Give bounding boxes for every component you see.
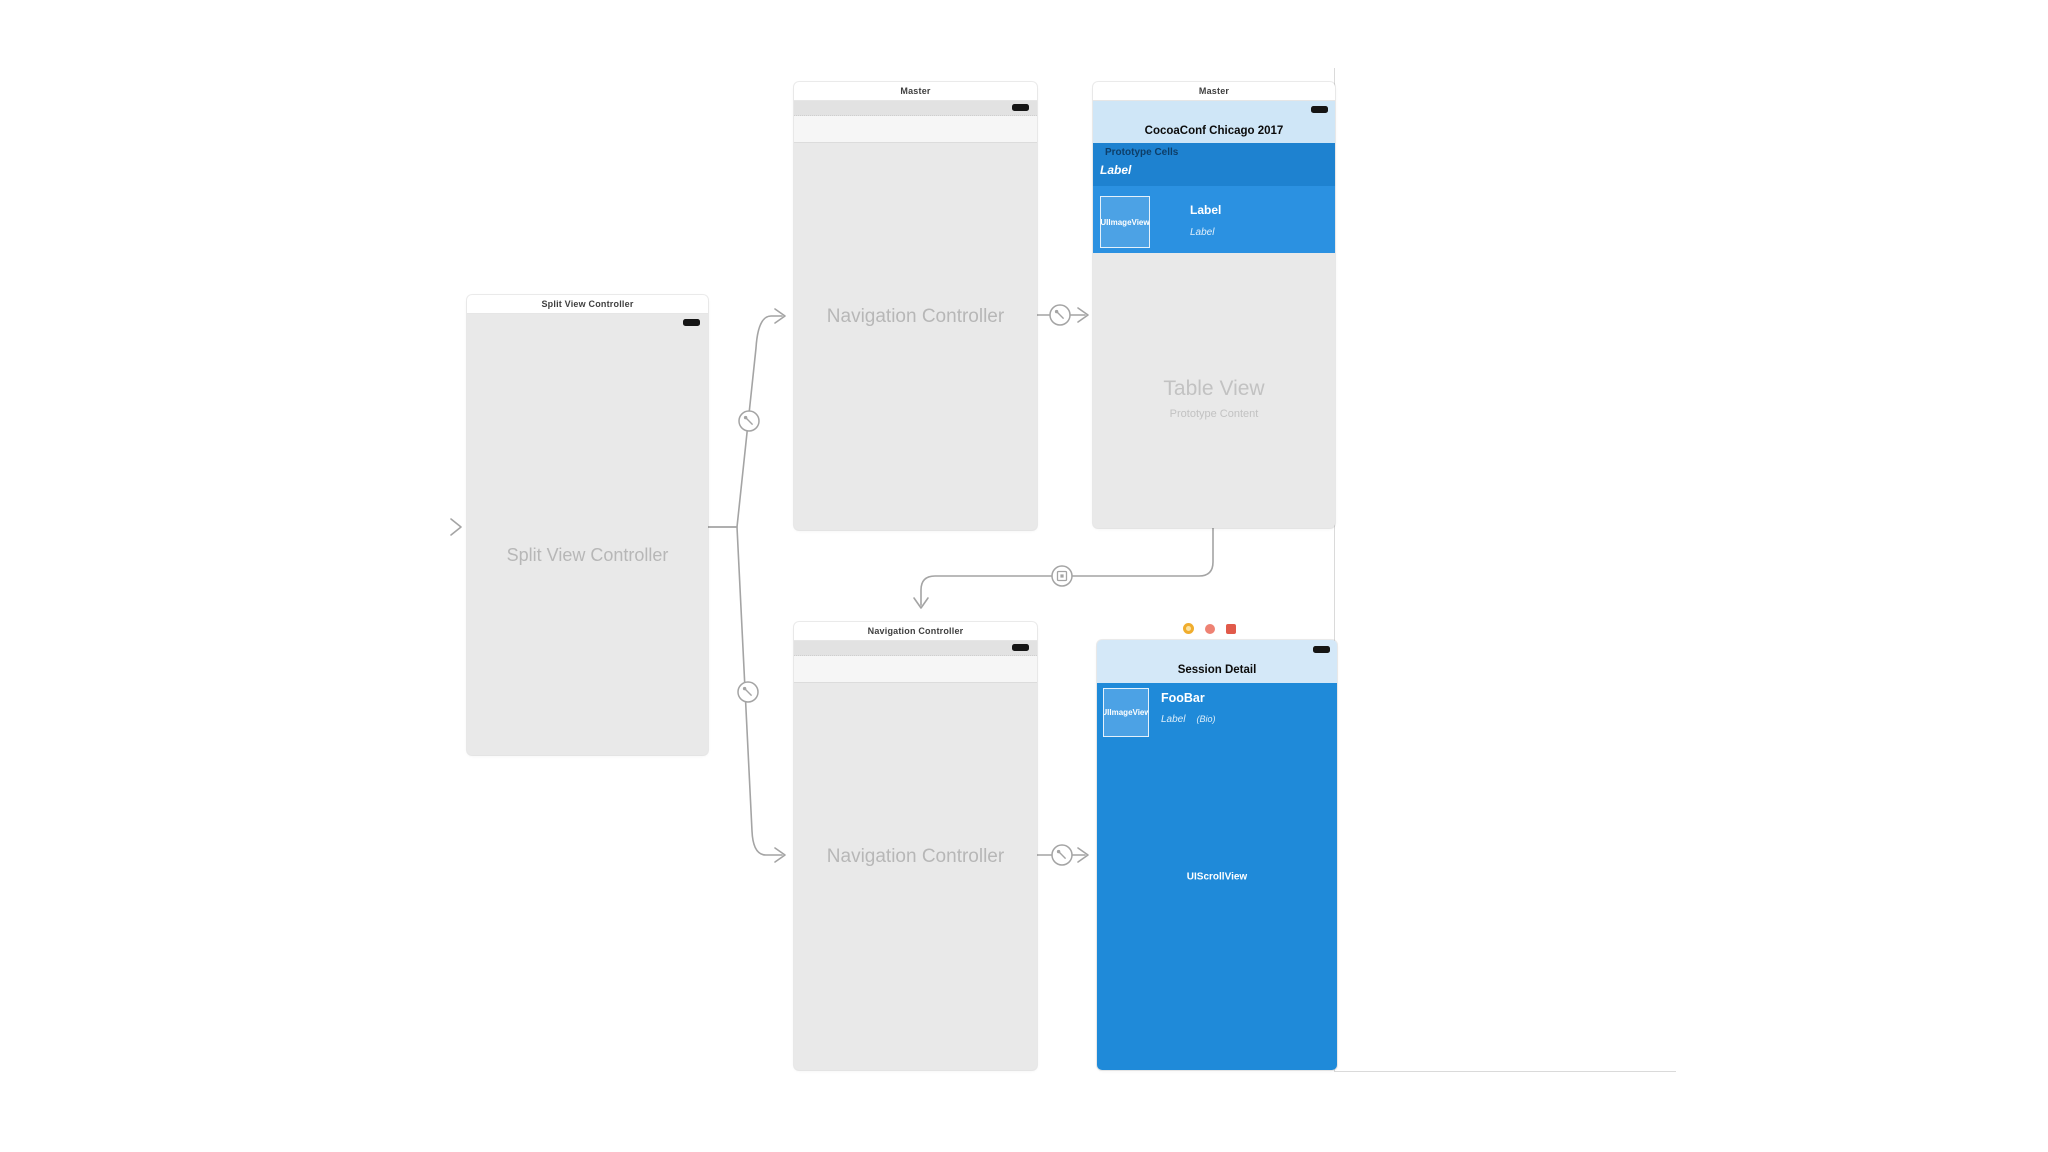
battery-icon	[1012, 104, 1029, 111]
scene-title-bar[interactable]: Master	[1093, 82, 1335, 101]
scene-title-bar[interactable]: Master	[794, 82, 1037, 101]
view-controller-icon[interactable]	[1183, 623, 1194, 634]
battery-icon	[683, 319, 700, 326]
detail-nav-frame[interactable]: Navigation Controller	[794, 641, 1037, 1070]
image-view[interactable]: UIImageView	[1100, 196, 1150, 248]
show-detail-segue-icon[interactable]	[1051, 565, 1073, 587]
session-navigation-bar[interactable]: Session Detail	[1097, 640, 1337, 683]
bio-label[interactable]: (Bio)	[1196, 714, 1216, 724]
nav-bar-title[interactable]: CocoaConf Chicago 2017	[1144, 125, 1284, 137]
battery-icon	[1311, 106, 1328, 113]
session-subtitle-row: Label (Bio)	[1161, 714, 1215, 725]
table-view-body[interactable]: Table View Prototype Content	[1093, 253, 1335, 528]
cell-title-label[interactable]: Label	[1190, 203, 1222, 217]
custom-prototype-cell[interactable]: UIImageView Label Label	[1093, 186, 1335, 253]
relationship-segue-split-to-master-nav[interactable]	[706, 308, 786, 528]
session-detail-body[interactable]: UIImageView FooBar Label (Bio) UIScrollV…	[1097, 683, 1337, 1070]
partial-scene-right[interactable]	[1334, 68, 1676, 1072]
split-view-controller-scene[interactable]: Split View Controller Split View Control…	[467, 295, 708, 755]
battery-icon	[1012, 644, 1029, 651]
prototype-content-label: Prototype Content	[1169, 407, 1259, 420]
image-view-label: UIImageView	[1100, 217, 1150, 227]
exit-icon[interactable]	[1226, 623, 1236, 634]
scene-title: Master	[1198, 86, 1230, 96]
image-view-label: UIImageView	[1103, 708, 1149, 717]
relationship-segue-split-to-detail-nav[interactable]	[706, 526, 786, 863]
relationship-segue-icon[interactable]	[1049, 304, 1071, 326]
basic-cell-label[interactable]: Label	[1100, 163, 1132, 177]
split-view-frame[interactable]: Split View Controller	[467, 314, 708, 755]
initial-view-controller-arrow[interactable]	[401, 518, 462, 536]
relationship-segue-icon[interactable]	[1051, 844, 1073, 866]
prototype-cells-section[interactable]: Prototype Cells Label	[1093, 143, 1335, 186]
battery-icon	[1313, 646, 1330, 653]
cell-subtitle-label[interactable]: Label	[1190, 227, 1215, 238]
relationship-segue-icon[interactable]	[738, 410, 760, 432]
master-nav-frame[interactable]: Navigation Controller	[794, 101, 1037, 530]
scene-dock	[1183, 623, 1236, 634]
scene-title: Split View Controller	[541, 299, 634, 309]
table-navigation-bar[interactable]: CocoaConf Chicago 2017	[1093, 101, 1335, 143]
master-table-view-scene[interactable]: Master CocoaConf Chicago 2017 Prototype …	[1093, 82, 1335, 528]
nav-controller-placeholder-label: Navigation Controller	[826, 846, 1005, 867]
detail-navigation-controller-scene[interactable]: Navigation Controller Navigation Control…	[794, 622, 1037, 1070]
scene-title: Master	[900, 86, 931, 96]
scroll-view-label[interactable]: UIScrollView	[1186, 871, 1248, 882]
status-bar	[794, 101, 1037, 116]
status-bar	[794, 641, 1037, 656]
master-navigation-controller-scene[interactable]: Master Navigation Controller	[794, 82, 1037, 530]
nav-controller-placeholder-label: Navigation Controller	[826, 306, 1005, 327]
relationship-segue-icon[interactable]	[737, 681, 759, 703]
prototype-cells-header: Prototype Cells	[1105, 147, 1179, 158]
scene-title-bar[interactable]: Navigation Controller	[794, 622, 1037, 641]
first-responder-icon[interactable]	[1205, 623, 1215, 634]
scene-title-bar[interactable]: Split View Controller	[467, 295, 708, 314]
navigation-bar[interactable]	[794, 116, 1037, 143]
navigation-bar[interactable]	[794, 656, 1037, 683]
image-view[interactable]: UIImageView	[1103, 688, 1149, 737]
session-detail-scene[interactable]: Session Detail UIImageView FooBar Label …	[1097, 640, 1337, 1070]
table-view-placeholder: Table View	[1163, 376, 1265, 400]
nav-bar-title[interactable]: Session Detail	[1177, 664, 1257, 676]
scene-title: Navigation Controller	[867, 626, 964, 636]
split-view-placeholder-label: Split View Controller	[506, 545, 669, 565]
name-label[interactable]: Label	[1161, 714, 1186, 725]
session-title-label[interactable]: FooBar	[1161, 691, 1205, 705]
